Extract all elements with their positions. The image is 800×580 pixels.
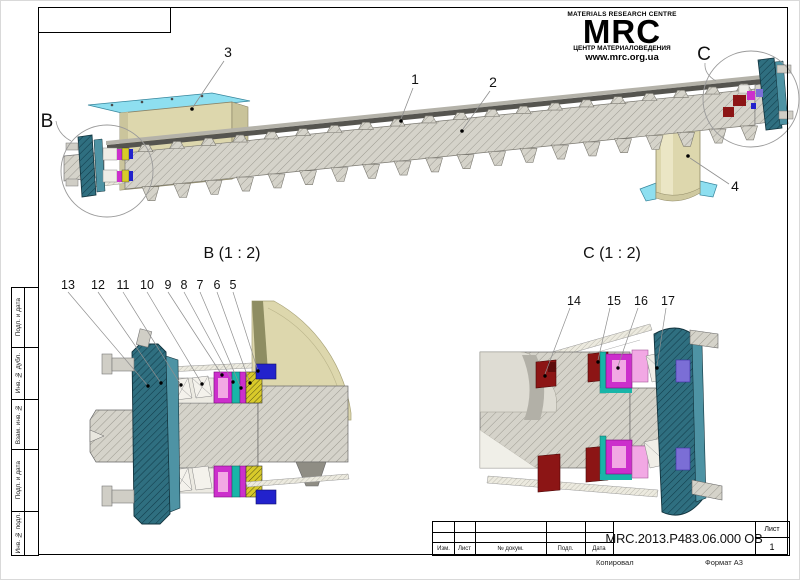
detail-b-title: B (1 : 2) [204,245,261,262]
detail-c-callouts: 14 15 16 17 [543,294,675,378]
col-izm: Изм. [437,545,450,552]
detail-circle-c [702,50,800,148]
tube-wall-b [245,473,350,488]
sheet-number: 1 [769,541,775,552]
tube-outer-edge [106,74,772,145]
footer-copied-by: Копировал [596,558,634,567]
title-block: Изм. Лист № докум. Подп. Дата MRC.2013.P… [432,521,790,556]
margin-label: Взам. инв. № [14,404,22,445]
margin-stamp-2: Инв. № дубл. [11,347,39,400]
callout-2: 2 [489,74,497,90]
detail-mark-c: C [697,44,711,65]
svg-text:9: 9 [165,278,172,292]
document-number: MRC.2013.P483.06.000 ОВ [605,531,763,546]
detail-c-view: C (1 : 2) [479,245,723,516]
top-left-stamp-box [38,7,171,33]
mrc-logo: MATERIALS RESEARCH CENTRE MRC ЦЕНТР МАТЕ… [563,11,681,63]
svg-text:8: 8 [181,278,188,292]
col-data: Дата [592,545,606,552]
callout-1: 1 [411,71,419,87]
margin-label: Инв. № дубл. [14,353,22,394]
col-podp: Подп. [557,545,574,552]
margin-label: Подп. и дата [14,461,22,500]
detail-c-title: C (1 : 2) [583,245,641,262]
sheet-label: Лист [755,522,789,538]
margin-stamp-1: Подп. и дата [11,287,39,348]
detail-circle-b [60,124,154,218]
col-list: Лист [457,545,472,552]
detail-b-view: B (1 : 2) [61,245,352,525]
margin-label: Инв. № подл. [14,513,22,554]
svg-text:10: 10 [140,278,154,292]
svg-text:7: 7 [197,278,204,292]
flange-b [101,328,181,525]
tube-wall-c-bottom [486,475,659,498]
svg-text:13: 13 [61,278,75,292]
left-bearing-unit [63,134,133,198]
svg-text:5: 5 [230,278,237,292]
drawing-frame [38,7,788,555]
svg-text:11: 11 [117,278,130,292]
margin-stamp-5: Инв. № подл. [11,511,39,556]
margin-label: Подп. и дата [14,298,22,337]
col-docnum: № докум. [497,545,524,552]
svg-text:14: 14 [567,294,581,308]
detail-b-callouts: 13 12 11 10 9 8 7 6 5 [61,278,260,390]
logo-tagline-en: MATERIALS RESEARCH CENTRE [567,11,677,18]
logo-url: www.mrc.org.ua [585,52,659,64]
svg-text:6: 6 [214,278,221,292]
detail-mark-b: B [41,111,54,132]
logo-tagline-ru: ЦЕНТР МАТЕРИАЛОВЕДЕНИЯ [573,45,671,53]
svg-text:17: 17 [661,294,675,308]
main-callouts: 1 2 3 4 [190,44,739,194]
margin-stamp-4: Подп. и дата [11,449,39,512]
main-assembly-view: B C 1 2 3 4 [41,44,800,218]
svg-text:16: 16 [634,294,648,308]
flange-c [653,327,723,516]
footer-format: Формат А3 [705,558,743,567]
callout-3: 3 [224,44,232,60]
svg-text:15: 15 [607,294,621,308]
svg-text:12: 12 [91,278,105,292]
margin-stamp-3: Взам. инв. № [11,399,39,450]
logo-name: MRC [582,13,662,50]
seal-stack-upper [153,362,277,404]
hopper-top-flange [87,92,251,115]
callout-4: 4 [731,178,739,194]
right-bearing-unit [723,57,794,131]
